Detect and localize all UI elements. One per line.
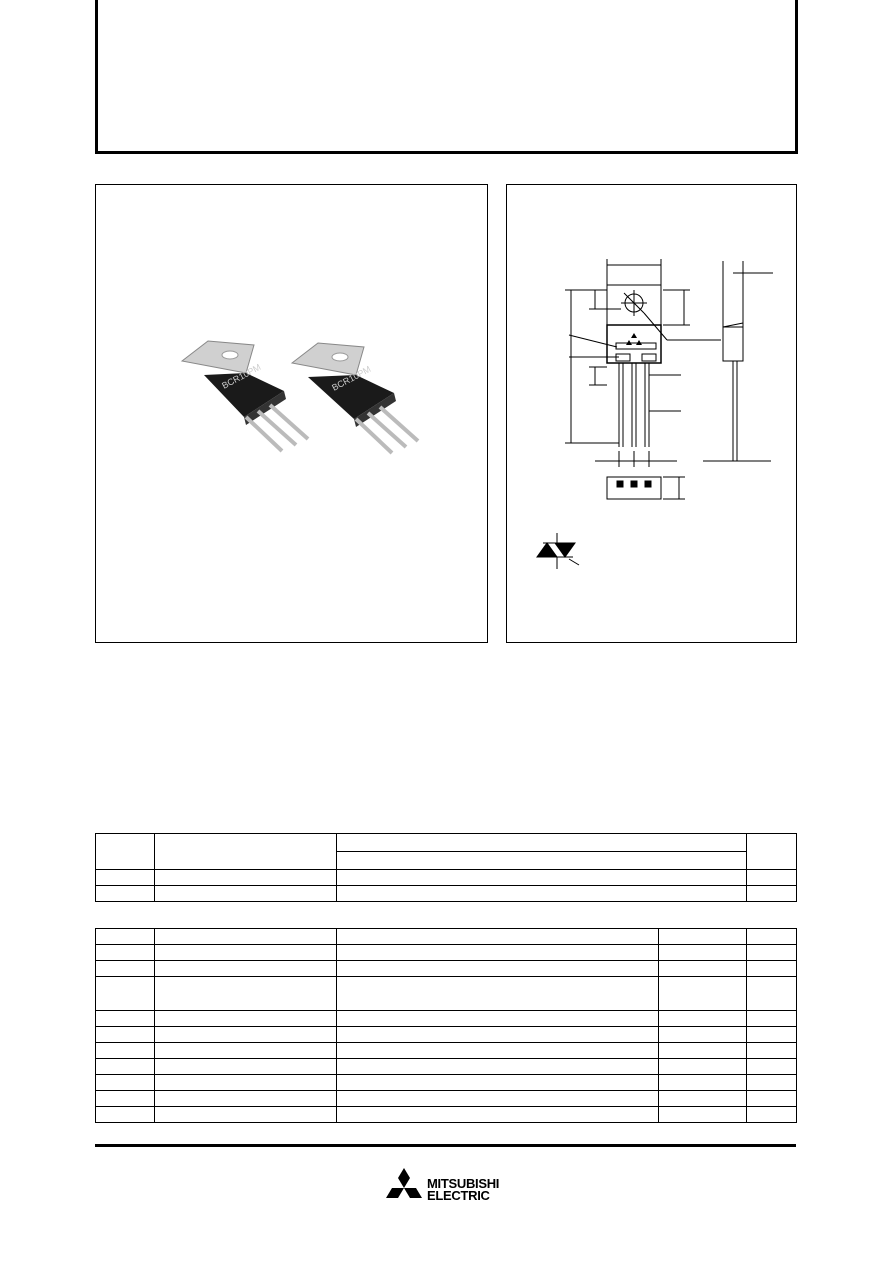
table-cell — [746, 1010, 797, 1027]
table-cell — [746, 1074, 797, 1091]
mitsubishi-diamonds-icon — [383, 1168, 422, 1202]
voltage-class-table — [95, 833, 797, 902]
table-cell — [336, 833, 747, 852]
table-row — [95, 1010, 797, 1027]
outline-drawing-panel — [506, 184, 797, 643]
table-cell — [658, 1042, 747, 1059]
table-cell — [746, 928, 797, 945]
table-cell — [154, 885, 337, 902]
table-cell — [95, 928, 155, 945]
device-photo-right: BCR10PM — [290, 342, 420, 455]
table-cell — [95, 1042, 155, 1059]
table-cell — [746, 944, 797, 961]
table-cell — [154, 833, 337, 870]
table-cell — [154, 1058, 337, 1075]
ratings-table — [95, 928, 797, 1123]
table-row — [95, 944, 797, 961]
table-cell — [336, 1106, 659, 1123]
table-cell — [746, 960, 797, 977]
table-row — [95, 976, 797, 1011]
table-cell — [746, 869, 797, 886]
table-cell — [746, 885, 797, 902]
table-cell — [336, 1010, 659, 1027]
table-cell — [95, 944, 155, 961]
table-cell — [154, 960, 337, 977]
table-cell — [95, 1074, 155, 1091]
table-cell — [95, 960, 155, 977]
table-row — [95, 928, 797, 945]
table-cell — [658, 1074, 747, 1091]
table-cell — [95, 1090, 155, 1107]
device-photo-left: BCR10PM — [180, 340, 310, 453]
table-cell — [336, 976, 659, 1011]
table-cell — [154, 1074, 337, 1091]
table-cell — [336, 885, 747, 902]
table-row — [95, 1026, 797, 1043]
table-cell — [95, 885, 155, 902]
table-cell — [658, 944, 747, 961]
logo-mark-on-body — [631, 333, 637, 338]
table-cell — [658, 1106, 747, 1123]
brand-logo: MITSUBISHI ELECTRIC — [383, 1168, 513, 1208]
table-cell — [336, 944, 659, 961]
table-row — [95, 1042, 797, 1059]
table-cell — [658, 1026, 747, 1043]
table-row — [95, 833, 797, 870]
table-cell — [658, 976, 747, 1011]
table-cell — [336, 1042, 659, 1059]
table-cell — [336, 960, 659, 977]
table-cell — [746, 1106, 797, 1123]
table-cell — [336, 928, 659, 945]
brand-name-line1: MITSUBISHI — [427, 1176, 500, 1191]
table-cell — [95, 869, 155, 886]
table-cell — [95, 1010, 155, 1027]
table-cell — [95, 1058, 155, 1075]
table-row — [95, 1058, 797, 1075]
product-photo: BCR10PM BCR10PM — [180, 340, 420, 455]
table-cell — [154, 1010, 337, 1027]
brand-name-line2: ELECTRIC — [427, 1188, 490, 1203]
footer-rule — [95, 1144, 796, 1147]
table-cell — [746, 833, 797, 870]
table-cell — [658, 928, 747, 945]
table-cell — [154, 928, 337, 945]
table-cell — [746, 1058, 797, 1075]
table-cell — [336, 851, 747, 870]
product-photo-panel: BCR10PM BCR10PM — [95, 184, 488, 643]
table-cell — [154, 944, 337, 961]
table-row — [95, 1090, 797, 1107]
table-row — [95, 885, 797, 902]
table-cell — [658, 1058, 747, 1075]
table-cell — [658, 1090, 747, 1107]
table-cell — [658, 960, 747, 977]
table-cell — [95, 976, 155, 1011]
header-frame — [95, 0, 798, 154]
table-cell — [95, 1026, 155, 1043]
table-cell — [154, 1042, 337, 1059]
table-cell — [154, 869, 337, 886]
table-cell — [746, 1090, 797, 1107]
table-cell — [746, 1042, 797, 1059]
table-cell — [336, 869, 747, 886]
table-row — [95, 1074, 797, 1091]
table-cell — [336, 1026, 659, 1043]
table-cell — [746, 976, 797, 1011]
table-cell — [336, 1074, 659, 1091]
table-cell — [95, 833, 155, 870]
table-row — [95, 869, 797, 886]
table-cell — [154, 1090, 337, 1107]
table-cell — [336, 1058, 659, 1075]
table-row — [95, 1106, 797, 1123]
table-cell — [95, 1106, 155, 1123]
table-cell — [746, 1026, 797, 1043]
table-cell — [154, 976, 337, 1011]
table-cell — [336, 1090, 659, 1107]
table-cell — [658, 1010, 747, 1027]
table-row — [95, 960, 797, 977]
table-cell — [154, 1026, 337, 1043]
outline-drawing — [536, 259, 773, 569]
table-cell — [154, 1106, 337, 1123]
